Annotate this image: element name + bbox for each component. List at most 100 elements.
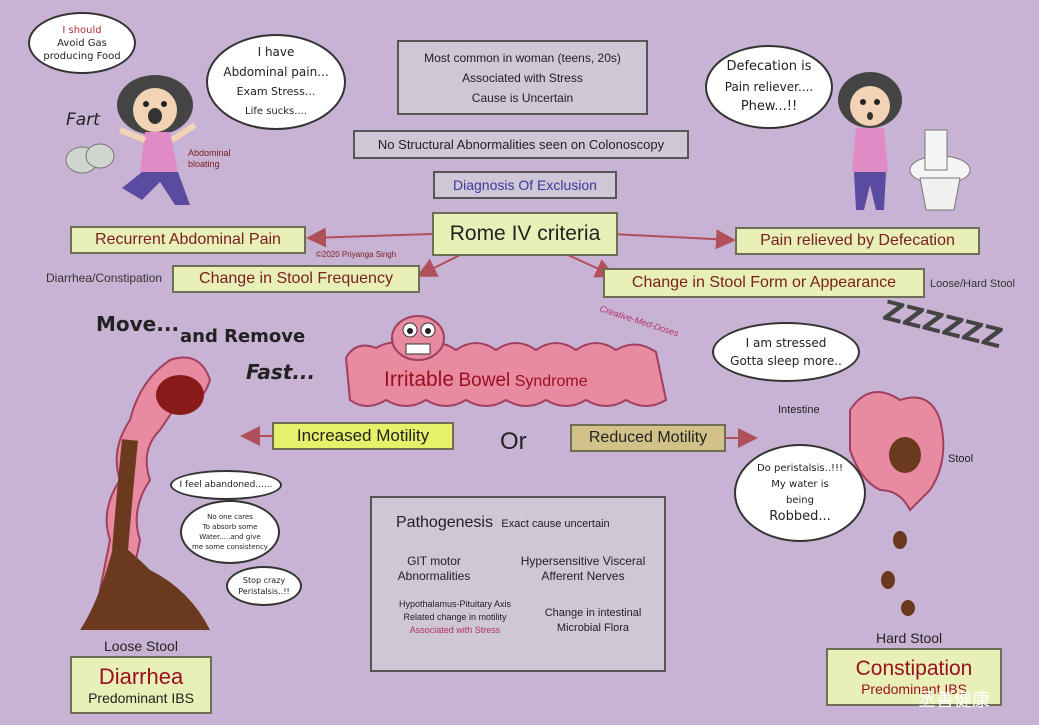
hyper-line-2: Afferent Nerves <box>541 569 625 583</box>
thought-line-2: Avoid Gas <box>57 37 107 49</box>
git-motor-item: GIT motor Abnormalities <box>386 554 482 584</box>
diarrhea-predominant-text: Predominant IBS <box>88 690 194 706</box>
speech-line-4: Life sucks.... <box>245 106 307 117</box>
speech-line-1: I have <box>257 45 295 59</box>
summary-line-1: Most common in woman (teens, 20s) <box>424 50 621 65</box>
constipation-title: Constipation <box>855 657 973 680</box>
arrow-to-recurrent <box>306 227 433 248</box>
summary-line-2: Associated with Stress <box>462 70 583 85</box>
speech-bubble-defecation: Defecation is Pain reliever.... Phew...!… <box>705 45 833 129</box>
peri-line-3: being <box>786 495 814 506</box>
nocares-line-2: To absorb some <box>202 523 258 531</box>
no-structural-text: No Structural Abnormalities seen on Colo… <box>377 137 665 152</box>
thought-bubble-avoid-gas: I should Avoid Gas producing Food <box>28 12 136 74</box>
defecation-line-2: Pain reliever.... <box>724 80 814 94</box>
fart-cloud-illustration <box>65 143 115 174</box>
hard-stool-label: Hard Stool <box>876 630 943 646</box>
ibs-colon-illustration <box>344 315 668 407</box>
relieved-girl-illustration <box>838 72 971 211</box>
arrow-to-pain-relieved <box>611 229 736 250</box>
constipation-colon-illustration <box>849 391 945 616</box>
diagnosis-exclusion-box: Diagnosis Of Exclusion <box>433 171 617 199</box>
peri-line-2: My water is <box>771 479 829 490</box>
git-line-1: GIT motor <box>407 554 461 568</box>
stool-form-text: Change in Stool Form or Appearance <box>631 274 897 291</box>
stool-form-box: Change in Stool Form or Appearance <box>603 268 925 298</box>
no-structural-box: No Structural Abnormalities seen on Colo… <box>353 130 689 159</box>
bloating-line-1: Abdominal <box>188 148 231 158</box>
speech-line-3: Exam Stress... <box>236 85 316 98</box>
loose-hard-label: Loose/Hard Stool <box>930 278 1015 290</box>
stop-line-1: Stop crazy <box>242 576 286 585</box>
thought-line-1: I should <box>62 24 102 36</box>
diarrhea-predominant-box: Diarrhea Predominant IBS <box>70 656 212 714</box>
bloating-label: Abdominal bloating <box>188 148 231 170</box>
pathogenesis-title: Pathogenesis <box>396 514 493 531</box>
or-label: Or <box>500 428 527 455</box>
pain-relieved-box: Pain relieved by Defecation <box>735 227 980 255</box>
nocares-line-3: Water.....and give <box>199 533 261 541</box>
abandoned-text: I feel abandoned...... <box>179 480 273 490</box>
pathogenesis-subtitle: Exact cause uncertain <box>501 518 610 530</box>
fast-text: Fast... <box>246 360 316 384</box>
microbial-item: Change in intestinal Microbial Flora <box>528 606 658 636</box>
constipation-predominant-text: Predominant IBS <box>861 681 967 697</box>
ibs-title: Irritable Bowel Syndrome <box>384 368 588 392</box>
ibs-word-irritable: Irritable <box>384 368 455 391</box>
reduced-motility-box: Reduced Motility <box>570 424 726 452</box>
thought-line-3: producing Food <box>43 50 121 62</box>
summary-box: Most common in woman (teens, 20s) Associ… <box>397 40 648 115</box>
diagnosis-exclusion-text: Diagnosis Of Exclusion <box>453 177 597 193</box>
recurrent-pain-box: Recurrent Abdominal Pain <box>70 226 306 254</box>
hpa-line-1: Hypothalamus-Pituitary Axis <box>398 599 512 609</box>
reduced-motility-text: Reduced Motility <box>588 429 708 446</box>
summary-line-3: Cause is Uncertain <box>471 90 574 105</box>
git-line-2: Abnormalities <box>397 569 471 583</box>
fart-label: Fart <box>66 110 100 130</box>
diarrhea-title: Diarrhea <box>98 664 184 689</box>
hyper-line-1: Hypersensitive Visceral <box>520 554 646 568</box>
defecation-line-1: Defecation is <box>726 59 812 74</box>
nocares-line-1: No one cares <box>207 513 253 521</box>
increased-motility-box: Increased Motility <box>272 422 454 450</box>
stool-frequency-box: Change in Stool Frequency <box>172 265 420 293</box>
stool-label: Stool <box>948 453 974 465</box>
stressed-line-1: I am stressed <box>745 336 827 350</box>
peri-line-1: Do peristalsis..!!! <box>756 463 843 474</box>
micro-line-1: Change in intestinal <box>544 607 642 619</box>
diarrhea-constipation-label: Diarrhea/Constipation <box>46 271 163 285</box>
constipation-predominant-box: Constipation Predominant IBS <box>826 648 1002 706</box>
ibs-word-syndrome: Syndrome <box>514 373 588 390</box>
micro-line-2: Microbial Flora <box>556 622 630 634</box>
remove-text: and Remove <box>180 326 306 347</box>
peristalsis-bubble: Do peristalsis..!!! My water is being Ro… <box>734 444 866 542</box>
pathogenesis-header: Pathogenesis Exact cause uncertain <box>396 514 610 532</box>
move-text: Move... <box>96 312 180 336</box>
rome-criteria-box: Rome IV criteria <box>432 212 618 256</box>
stressed-line-2: Gotta sleep more.. <box>730 354 842 368</box>
stool-frequency-text: Change in Stool Frequency <box>199 270 393 287</box>
increased-motility-text: Increased Motility <box>296 426 430 445</box>
defecation-line-3: Phew...!! <box>740 99 798 114</box>
stop-line-2: Peristalsis..!! <box>238 587 290 596</box>
abandoned-bubble: I feel abandoned...... <box>170 470 282 500</box>
pain-relieved-text: Pain relieved by Defecation <box>760 232 955 249</box>
bloating-line-2: bloating <box>188 159 220 169</box>
copyright-text: ©2020 Priyanga Singh <box>316 250 397 259</box>
speech-bubble-abdominal-pain: I have Abdominal pain... Exam Stress... … <box>206 34 346 130</box>
stressed-bubble: I am stressed Gotta sleep more.. <box>712 322 860 382</box>
ibs-word-bowel: Bowel <box>458 370 511 391</box>
intestine-label: Intestine <box>778 404 820 416</box>
loose-stool-label: Loose Stool <box>104 638 178 654</box>
diarrhea-colon-illustration <box>80 356 212 630</box>
recurrent-pain-text: Recurrent Abdominal Pain <box>95 231 281 248</box>
watermark-text: 丞善健康 <box>918 690 990 710</box>
pathogenesis-box: Pathogenesis Exact cause uncertain GIT m… <box>370 496 666 672</box>
hypersensitive-item: Hypersensitive Visceral Afferent Nerves <box>508 554 658 584</box>
no-one-cares-bubble: No one cares To absorb some Water.....an… <box>180 500 280 564</box>
hpa-item: Hypothalamus-Pituitary Axis Related chan… <box>380 598 530 637</box>
running-girl-illustration <box>117 75 197 205</box>
rome-criteria-text: Rome IV criteria <box>449 222 601 245</box>
hpa-line-2: Related change in motility <box>403 612 507 622</box>
